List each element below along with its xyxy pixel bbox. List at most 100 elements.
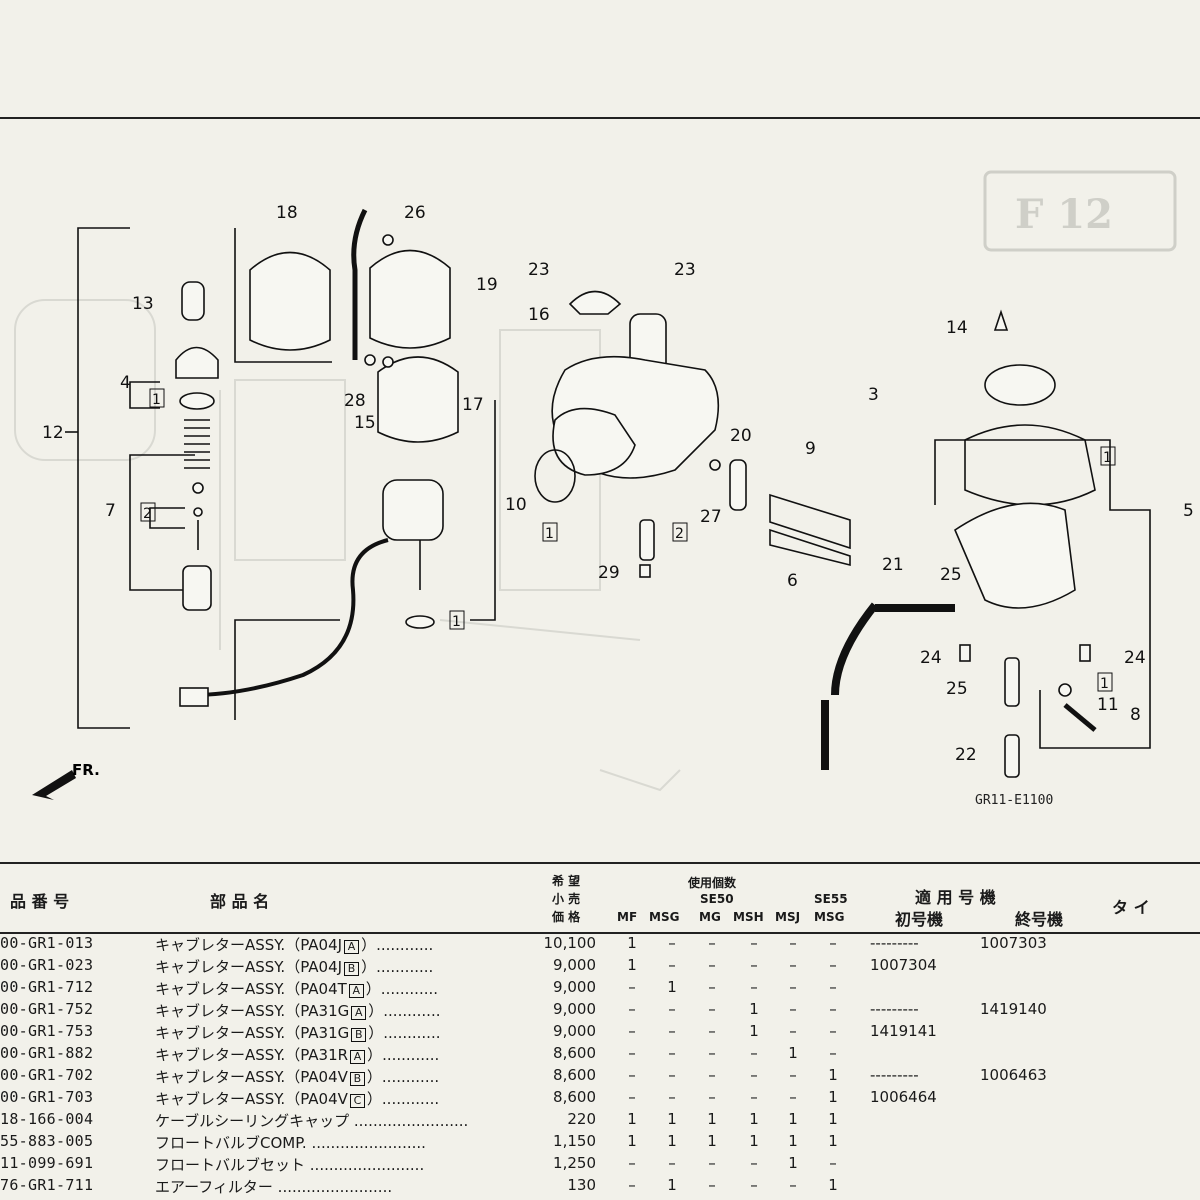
quantity-cell: 1 (828, 1132, 838, 1150)
header-col-mf: MF (617, 910, 638, 924)
callout-box-1 (1097, 672, 1113, 692)
first-serial: --------- (870, 934, 919, 952)
callout-21: 21 (882, 555, 904, 575)
variant-box: A (348, 984, 364, 998)
quantity-cell: – (708, 1000, 716, 1018)
quantity-cell: – (668, 1088, 676, 1106)
auto-choke-wire (179, 479, 444, 707)
price: 9,000 (553, 1000, 596, 1018)
leader-dots: ........................ (306, 1134, 426, 1152)
leader-dots: ........................ (272, 1178, 393, 1196)
callout-box-1 (149, 388, 165, 408)
quantity-cell: – (708, 1154, 716, 1172)
quantity-cell: – (750, 956, 758, 974)
variant-box: B (349, 1072, 365, 1086)
callout-12: 12 (42, 423, 64, 443)
quantity-cell: – (829, 978, 837, 996)
part-number: 00-GR1-702 (0, 1066, 94, 1084)
quantity-cell: – (789, 1088, 797, 1106)
quantity-cell: – (628, 1022, 636, 1040)
quantity-cell: – (789, 1000, 797, 1018)
leader-dots: ）............ (368, 1024, 441, 1042)
quantity-cell: – (708, 978, 716, 996)
quantity-cell: 1 (667, 978, 677, 996)
quantity-cell: – (708, 1044, 716, 1062)
quantity-cell: 1 (667, 1132, 677, 1150)
figure-code: GR11-E1100 (975, 793, 1053, 808)
leader-dots: ）............ (361, 958, 434, 976)
quantity-cell: – (750, 934, 758, 952)
callout-4: 4 (120, 373, 131, 393)
quantity-cell: – (789, 1022, 797, 1040)
quantity-cell: – (829, 956, 837, 974)
first-serial: 1007304 (870, 956, 937, 974)
quantity-cell: 1 (828, 1066, 838, 1084)
quantity-cell: – (789, 1066, 797, 1084)
quantity-cell: – (628, 1000, 636, 1018)
first-serial: 1006464 (870, 1088, 937, 1106)
quantity-cell: – (628, 978, 636, 996)
callout-box-1 (1100, 446, 1116, 466)
quantity-cell: 1 (788, 1132, 798, 1150)
carburetor-body (534, 290, 720, 578)
callout-23: 23 (528, 260, 550, 280)
quantity-cell: 1 (749, 1000, 759, 1018)
quantity-cell: – (750, 1044, 758, 1062)
quantity-cell: – (829, 1154, 837, 1172)
part-number: 18-166-004 (0, 1110, 94, 1128)
last-serial: 1006463 (980, 1066, 1047, 1084)
leader-dots: ）............ (361, 936, 434, 954)
exploded-view-diagram: F 12 (0, 117, 1200, 808)
quantity-cell: – (708, 1176, 716, 1194)
quantity-cell: 1 (788, 1154, 798, 1172)
price: 1,250 (553, 1154, 596, 1172)
quantity-cell: 1 (667, 1110, 677, 1128)
part-name-text: キャブレターASSY.（PA31G (155, 1024, 350, 1042)
quantity-cell: – (668, 934, 676, 952)
stamp-f12: F 12 (1015, 191, 1113, 238)
quantity-cell: 1 (707, 1110, 717, 1128)
header-applicable: 適 用 号 機 (915, 888, 996, 907)
quantity-cell: 1 (707, 1132, 717, 1150)
variant-box: A (344, 940, 360, 954)
part-name-text: キャブレターASSY.（PA04T (155, 980, 347, 998)
quantity-cell: – (668, 1154, 676, 1172)
price: 220 (567, 1110, 596, 1128)
callout-15: 15 (354, 413, 376, 433)
callout-22: 22 (955, 745, 977, 765)
quantity-cell: – (789, 1176, 797, 1194)
part-number: 00-GR1-753 (0, 1022, 94, 1040)
first-serial: 1419141 (870, 1022, 937, 1040)
quantity-cell: – (750, 1176, 758, 1194)
header-col-msg2: MSG (814, 910, 845, 924)
part-name-text: フロートバルブCOMP. (155, 1134, 307, 1152)
leader-dots: ）............ (366, 1090, 440, 1108)
callout-11: 11 (1097, 695, 1119, 715)
callout-14: 14 (946, 318, 968, 338)
part-name: フロートバルブCOMP. ........................ (155, 1132, 426, 1153)
quantity-cell: 1 (749, 1110, 759, 1128)
callout-25: 25 (946, 679, 968, 699)
callout-7: 7 (105, 501, 116, 521)
callout-box-2 (140, 502, 156, 522)
callout-20: 20 (730, 426, 752, 446)
quantity-cell: 1 (627, 1110, 637, 1128)
leader-dots: ）............ (367, 1046, 440, 1064)
header-price-1: 希 望 (552, 874, 581, 888)
dashed-group-outline (234, 228, 496, 720)
quantity-cell: – (628, 1154, 636, 1172)
header-first: 初号機 (895, 910, 944, 929)
header-col-msg: MSG (649, 910, 680, 924)
part-number: 00-GR1-703 (0, 1088, 94, 1106)
quantity-cell: 1 (627, 1132, 637, 1150)
callout-numbers: 1111122345678910111213141516171819202122… (42, 203, 1194, 765)
part-name-text: キャブレターASSY.（PA04V (155, 1068, 348, 1086)
callout-2: 2 (143, 506, 152, 522)
